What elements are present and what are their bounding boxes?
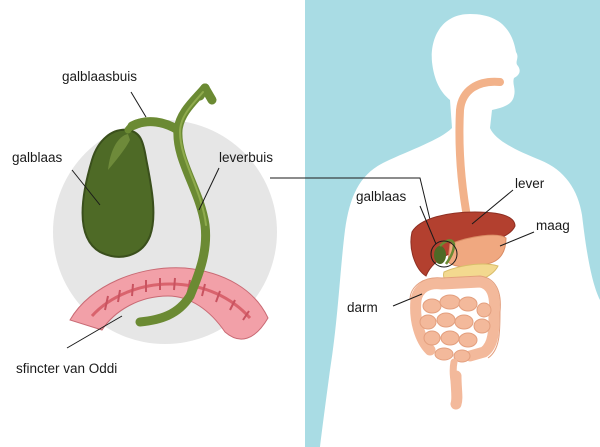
gallbladder-small [434,246,446,264]
zoom-ring-small [430,240,458,268]
duodenum-inner [90,282,252,320]
gallbladder-shine [108,134,130,170]
esophagus [455,77,504,226]
large-intestine-outline [409,275,501,359]
gallbladder-neck [124,118,154,134]
rectum [449,358,460,396]
label-lever: lever [515,176,545,191]
duodenum-villi [104,277,250,321]
gallbladder-shape [81,128,155,258]
right-leader-lines [392,189,535,307]
duodenum-wall [69,267,269,340]
label-galblaasbuis: galblaasbuis [62,69,138,84]
label-galblaas-right: galblaas [356,189,407,204]
small-intestine [419,294,492,363]
bile-duct-small [439,239,456,265]
label-maag: maag [536,218,570,233]
label-darm: darm [347,300,378,315]
label-sfincter-van-oddi: sfincter van Oddi [16,361,118,376]
left-leader-lines [66,91,220,349]
bile-duct-highlights [178,91,207,226]
label-leverbuis: leverbuis [219,150,274,165]
zoom-connector-line [270,177,434,233]
label-galblaas-left: galblaas [12,150,63,165]
